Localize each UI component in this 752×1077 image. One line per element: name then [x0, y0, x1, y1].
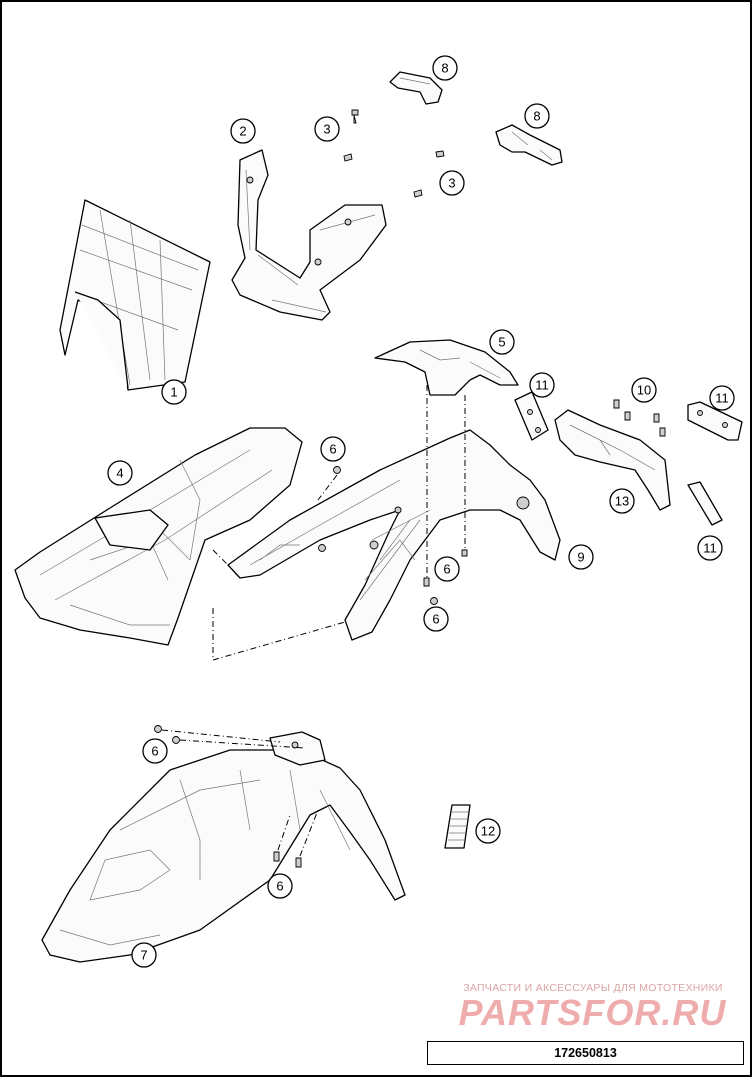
callout-6-tank: 6	[320, 436, 346, 462]
part-reflector-right	[687, 401, 743, 441]
assembly-line-tank-subframe	[212, 549, 346, 661]
svg-text:6: 6	[432, 612, 439, 627]
part-sticker-strip	[444, 804, 471, 849]
svg-text:1: 1	[170, 385, 177, 400]
svg-text:5: 5	[498, 335, 505, 350]
callout-1: 1	[161, 379, 187, 405]
part-plate-bracket	[554, 409, 671, 511]
callout-3-upper: 3	[314, 116, 340, 142]
part-rear-fender-cover	[374, 339, 519, 396]
part-screws-6-upper	[318, 466, 468, 605]
svg-text:8: 8	[533, 109, 540, 124]
callout-11-bottom: 11	[697, 535, 723, 561]
part-subframe	[227, 429, 561, 641]
svg-text:11: 11	[715, 391, 729, 406]
svg-text:10: 10	[637, 383, 651, 398]
part-headlight-bracket	[231, 149, 387, 321]
svg-text:8: 8	[441, 61, 448, 76]
svg-text:3: 3	[448, 176, 455, 191]
svg-text:9: 9	[577, 550, 584, 565]
part-front-fender	[41, 731, 406, 963]
part-screws-6-lower	[154, 725, 302, 868]
diagram-number: 172650813	[554, 1046, 617, 1060]
svg-text:12: 12	[481, 824, 495, 839]
callout-7: 7	[131, 942, 157, 968]
svg-text:6: 6	[443, 562, 450, 577]
callout-2: 2	[230, 118, 256, 144]
part-clamp-upper	[389, 71, 443, 105]
callout-9: 9	[568, 544, 594, 570]
callout-8-lower: 8	[524, 103, 550, 129]
callout-12: 12	[475, 818, 501, 844]
part-screws-3	[343, 109, 445, 198]
callout-3-lower: 3	[439, 170, 465, 196]
assembly-line-tank-screw	[317, 474, 338, 501]
watermark-tagline: ЗАПЧАСТИ И АКСЕССУАРЫ ДЛЯ МОТОТЕХНИКИ	[463, 982, 723, 994]
callout-8-upper: 8	[432, 55, 458, 81]
callout-5: 5	[489, 329, 515, 355]
callout-11-right: 11	[709, 385, 735, 411]
callout-6-front-a: 6	[142, 738, 168, 764]
callout-11-left: 11	[529, 372, 555, 398]
svg-text:11: 11	[535, 378, 549, 393]
svg-text:3: 3	[323, 122, 330, 137]
part-clamp-lower	[495, 124, 563, 166]
callout-10: 10	[631, 377, 657, 403]
part-headlight-mask	[59, 199, 211, 391]
callout-6-front-b: 6	[267, 873, 293, 899]
svg-text:11: 11	[703, 541, 717, 556]
part-reflector-bottom	[687, 481, 723, 526]
svg-text:2: 2	[239, 124, 246, 139]
part-screws-10	[613, 399, 666, 437]
svg-text:6: 6	[276, 879, 283, 894]
part-tank-cover	[14, 427, 303, 646]
svg-text:7: 7	[140, 948, 147, 963]
svg-text:4: 4	[116, 466, 123, 481]
callout-6-subframe-b: 6	[423, 606, 449, 632]
svg-text:13: 13	[615, 494, 629, 509]
callout-4: 4	[107, 460, 133, 486]
diagram-number-box: 172650813	[427, 1041, 744, 1065]
svg-text:6: 6	[151, 744, 158, 759]
callout-6-subframe-a: 6	[434, 556, 460, 582]
watermark-logo: PARTSFOR.RU	[458, 992, 727, 1033]
assembly-line-front-fender-c	[277, 814, 291, 851]
part-reflector-left	[514, 391, 549, 441]
assembly-line-front-fender-b	[179, 739, 306, 749]
svg-text:6: 6	[329, 442, 336, 457]
callout-13: 13	[609, 488, 635, 514]
assembly-line-front-fender-d	[299, 809, 319, 857]
